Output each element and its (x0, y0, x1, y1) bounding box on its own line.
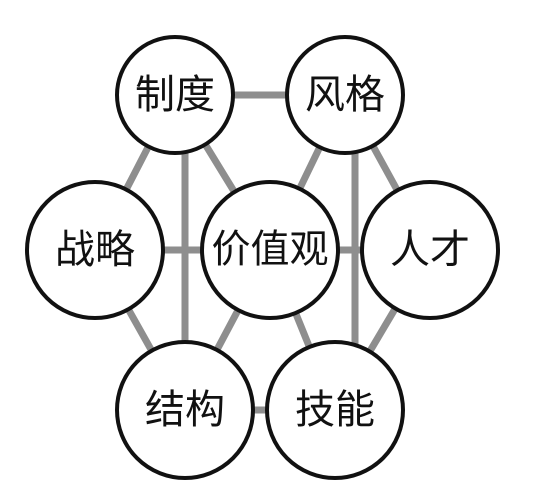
node-system-circle (115, 35, 235, 155)
node-system: 制度 (115, 35, 235, 155)
node-structure-label: 结构 (145, 387, 225, 433)
node-style: 风格 (285, 35, 405, 155)
node-values: 价值观 (200, 180, 340, 320)
node-strategy-circle (25, 180, 165, 320)
node-structure: 结构 (115, 340, 255, 480)
node-skills-circle (265, 340, 405, 480)
node-values-label: 价值观 (211, 228, 328, 273)
node-structure-circle (115, 340, 255, 480)
node-talent-circle (360, 180, 500, 320)
node-style-circle (285, 35, 405, 155)
node-style-label: 风格 (305, 72, 385, 118)
node-system-label: 制度 (135, 72, 215, 118)
node-talent-label: 人才 (390, 227, 470, 273)
node-skills-label: 技能 (295, 387, 375, 433)
node-skills: 技能 (265, 340, 405, 480)
node-values-circle (200, 180, 340, 320)
node-strategy-label: 战略 (55, 227, 135, 273)
node-talent: 人才 (360, 180, 500, 320)
node-strategy: 战略 (25, 180, 165, 320)
